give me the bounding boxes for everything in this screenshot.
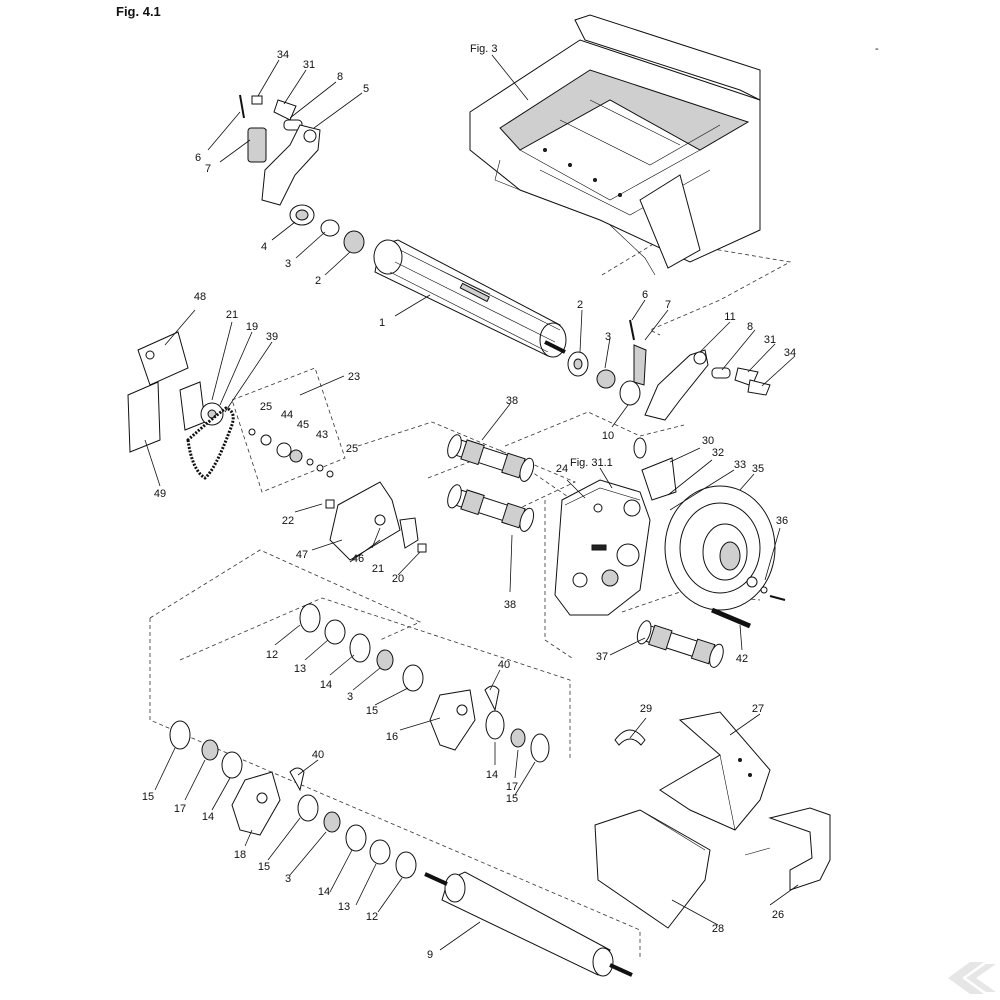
callout-8: 8 — [747, 321, 753, 333]
callout-36: 36 — [776, 515, 788, 527]
callout-32: 32 — [712, 447, 724, 459]
callout-21: 21 — [372, 563, 384, 575]
callout-38: 38 — [506, 395, 518, 407]
callout-20: 20 — [392, 573, 404, 585]
callout-25: 25 — [260, 401, 272, 413]
callout-15: 15 — [366, 705, 378, 717]
fig311-reference: Fig. 31.1 — [570, 457, 613, 469]
chain-drive-assembly — [127, 309, 427, 576]
callout-17: 17 — [174, 803, 186, 815]
callout-26: 26 — [772, 909, 784, 921]
callout-13: 13 — [338, 901, 350, 913]
callout-6: 6 — [642, 289, 648, 301]
callout-1: 1 — [379, 317, 385, 329]
callout-5: 5 — [363, 83, 369, 95]
callout-16: 16 — [386, 731, 398, 743]
callout-45: 45 — [297, 419, 309, 431]
callout-31: 31 — [764, 334, 776, 346]
callout-21: 21 — [226, 309, 238, 321]
callout-28: 28 — [712, 923, 724, 935]
callout-2: 2 — [315, 275, 321, 287]
feed-roller — [373, 239, 567, 358]
upper-bearing-series — [274, 603, 550, 796]
fig3-reference: Fig. 3 — [470, 43, 498, 55]
figure-title: Fig. 4.1 — [116, 4, 161, 19]
callout-18: 18 — [234, 849, 246, 861]
callout-12: 12 — [266, 649, 278, 661]
callout-34: 34 — [277, 49, 289, 61]
callout-7: 7 — [205, 163, 211, 175]
callout-37: 37 — [596, 651, 608, 663]
main-frame — [469, 14, 761, 276]
callout-14: 14 — [202, 811, 214, 823]
callout-39: 39 — [266, 331, 278, 343]
callout-47: 47 — [296, 549, 308, 561]
left-tensioner-assembly — [207, 59, 365, 276]
callout-15: 15 — [258, 861, 270, 873]
callout-3: 3 — [285, 258, 291, 270]
callout-13: 13 — [294, 663, 306, 675]
gearbox-assembly — [554, 437, 786, 651]
pto-shafts — [447, 403, 535, 593]
callout-42: 42 — [736, 653, 748, 665]
callout-35: 35 — [752, 463, 764, 475]
callout-3: 3 — [285, 873, 291, 885]
callout-9: 9 — [427, 949, 433, 961]
callout-8: 8 — [337, 71, 343, 83]
callout-22: 22 — [282, 515, 294, 527]
right-tensioner-assembly — [567, 299, 796, 428]
callout-40: 40 — [312, 749, 324, 761]
callout-15: 15 — [142, 791, 154, 803]
callout-3: 3 — [347, 691, 353, 703]
callout-44: 44 — [281, 409, 293, 421]
callout-34: 34 — [784, 347, 796, 359]
callout-14: 14 — [320, 679, 332, 691]
covers-and-guards — [594, 711, 831, 929]
callout-7: 7 — [665, 299, 671, 311]
brand-logo-watermark — [948, 962, 996, 994]
callout-29: 29 — [640, 703, 652, 715]
callout-10: 10 — [602, 430, 614, 442]
callout-2: 2 — [577, 299, 583, 311]
pto-shaft-37 — [609, 620, 724, 668]
callout-6: 6 — [195, 152, 201, 164]
callout-46: 46 — [352, 553, 364, 565]
corner-mark: - — [875, 43, 879, 55]
callout-48: 48 — [194, 291, 206, 303]
callout-43: 43 — [316, 429, 328, 441]
lower-bearing-series — [154, 720, 417, 913]
callout-30: 30 — [702, 435, 714, 447]
smooth-roller — [424, 871, 633, 977]
callout-labels: 3431856743212673118313410482119392325444… — [142, 49, 796, 961]
callout-33: 33 — [734, 459, 746, 471]
callout-23: 23 — [348, 371, 360, 383]
callout-4: 4 — [261, 241, 267, 253]
callout-15: 15 — [506, 793, 518, 805]
callout-24: 24 — [556, 463, 568, 475]
callout-25: 25 — [346, 443, 358, 455]
callout-14: 14 — [318, 886, 330, 898]
callout-17: 17 — [506, 781, 518, 793]
callout-49: 49 — [154, 488, 166, 500]
callout-14: 14 — [486, 769, 498, 781]
callout-11: 11 — [724, 311, 735, 323]
callout-31: 31 — [303, 59, 315, 71]
callout-40: 40 — [498, 659, 510, 671]
callout-12: 12 — [366, 911, 378, 923]
callout-19: 19 — [246, 321, 258, 333]
callout-38: 38 — [504, 599, 516, 611]
callout-3: 3 — [605, 331, 611, 343]
callout-27: 27 — [752, 703, 764, 715]
